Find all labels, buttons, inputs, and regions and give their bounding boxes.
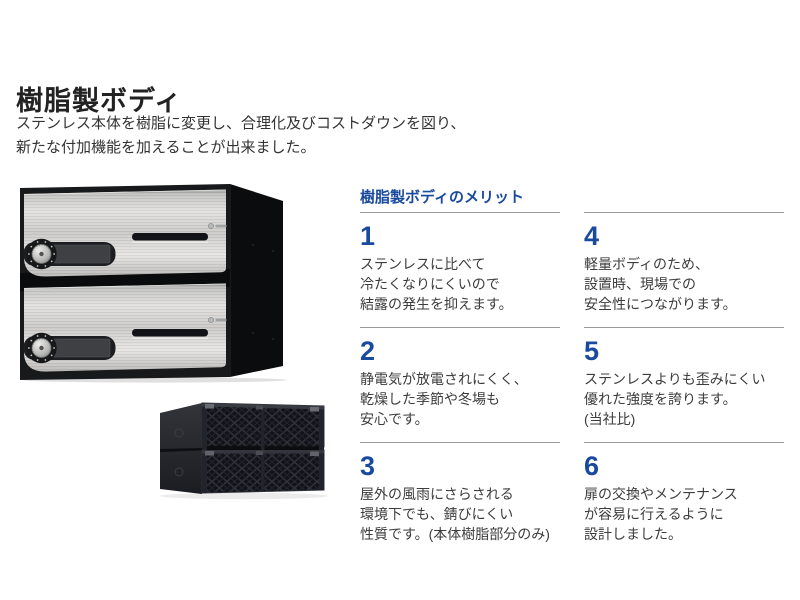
mailbox-door-upper bbox=[23, 189, 227, 277]
mail-slot bbox=[132, 233, 208, 241]
merit-line: が容易に行えるように bbox=[584, 506, 724, 522]
merit-line: 安全性につながります。 bbox=[584, 296, 737, 312]
merits-column-right: 4 軽量ボディのため、 設置時、現場での 安全性につながります。 5 ステンレス… bbox=[584, 212, 784, 557]
page-title: 樹脂製ボディ bbox=[16, 86, 183, 117]
intro-line: 新たな付加機能を加えることが出来ました。 bbox=[16, 139, 316, 156]
resin-shadow bbox=[160, 492, 328, 500]
nameplate bbox=[51, 338, 111, 358]
merit-item-3: 3 屋外の風雨にさらされる 環境下でも、錆びにくい 性質です。(本体樹脂部分のみ… bbox=[360, 442, 560, 557]
merit-line: 性質です。(本体樹脂部分のみ) bbox=[360, 526, 550, 542]
merit-line: 安心です。 bbox=[360, 411, 429, 427]
merit-number: 4 bbox=[584, 221, 600, 251]
merit-number: 2 bbox=[360, 336, 376, 366]
merit-item-4: 4 軽量ボディのため、 設置時、現場での 安全性につながります。 bbox=[584, 212, 784, 327]
merit-number: 5 bbox=[584, 336, 600, 366]
resin-corner-clips bbox=[205, 404, 319, 456]
merit-number: 6 bbox=[584, 451, 600, 481]
merit-text: ステンレスに比べて 冷たくなりにくいので 結露の発生を抑えます。 bbox=[360, 254, 560, 314]
merit-line: 設計しました。 bbox=[584, 526, 682, 542]
brand-logo bbox=[208, 223, 227, 229]
merit-item-2: 2 静電気が放電されにくく、 乾燥した季節や冬場も 安心です。 bbox=[360, 327, 560, 442]
merit-line: (当社比) bbox=[584, 411, 636, 427]
mail-slot bbox=[132, 329, 208, 337]
merits-section: 樹脂製ボディのメリット 1 ステンレスに比べて 冷たくなりにくいので 結露の発生… bbox=[360, 186, 784, 557]
resin-body-photo bbox=[160, 402, 328, 500]
merit-line: 優れた強度を誇ります。 bbox=[584, 391, 737, 407]
mailbox-side-panel bbox=[230, 184, 283, 377]
intro-line: ステンレス本体を樹脂に変更し、合理化及びコストダウンを図り、 bbox=[16, 115, 466, 132]
merit-line: 軽量ボディのため、 bbox=[584, 256, 710, 272]
merit-line: 屋外の風雨にさらされる bbox=[360, 486, 514, 502]
combination-dial-lock bbox=[25, 238, 58, 270]
merit-text: ステンレスよりも歪みにくい 優れた強度を誇ります。 (当社比) bbox=[584, 369, 784, 429]
merit-line: 設置時、現場での bbox=[584, 276, 696, 292]
merit-text: 軽量ボディのため、 設置時、現場での 安全性につながります。 bbox=[584, 254, 784, 314]
mailbox-side-rivets bbox=[251, 243, 275, 341]
merits-columns: 1 ステンレスに比べて 冷たくなりにくいので 結露の発生を抑えます。 2 静電気… bbox=[360, 212, 784, 557]
merit-text: 屋外の風雨にさらされる 環境下でも、錆びにくい 性質です。(本体樹脂部分のみ) bbox=[360, 484, 560, 544]
merit-line: ステンレスよりも歪みにくい bbox=[584, 371, 766, 387]
merit-text: 静電気が放電されにくく、 乾燥した季節や冬場も 安心です。 bbox=[360, 369, 560, 429]
merit-line: 環境下でも、錆びにくい bbox=[360, 506, 514, 522]
brand-logo bbox=[208, 317, 227, 323]
merit-text: 扉の交換やメンテナンス が容易に行えるように 設計しました。 bbox=[584, 484, 784, 544]
merit-line: ステンレスに比べて bbox=[360, 256, 486, 272]
merit-number: 3 bbox=[360, 451, 376, 481]
merit-item-1: 1 ステンレスに比べて 冷たくなりにくいので 結露の発生を抑えます。 bbox=[360, 212, 560, 327]
mailbox-door-lower bbox=[23, 283, 227, 372]
intro-text: ステンレス本体を樹脂に変更し、合理化及びコストダウンを図り、 新たな付加機能を加… bbox=[16, 112, 465, 160]
merit-item-5: 5 ステンレスよりも歪みにくい 優れた強度を誇ります。 (当社比) bbox=[584, 327, 784, 442]
merit-line: 扉の交換やメンテナンス bbox=[584, 486, 738, 502]
merits-column-left: 1 ステンレスに比べて 冷たくなりにくいので 結露の発生を抑えます。 2 静電気… bbox=[360, 212, 560, 557]
combination-dial-lock bbox=[25, 332, 58, 364]
merit-line: 乾燥した季節や冬場も bbox=[360, 391, 500, 407]
merit-number: 1 bbox=[360, 221, 376, 251]
merit-item-6: 6 扉の交換やメンテナンス が容易に行えるように 設計しました。 bbox=[584, 442, 784, 557]
merits-heading: 樹脂製ボディのメリット bbox=[360, 189, 524, 206]
merit-line: 結露の発生を抑えます。 bbox=[360, 296, 513, 312]
merit-line: 冷たくなりにくいので bbox=[360, 276, 500, 292]
mailbox-product-photo bbox=[20, 184, 287, 383]
merit-line: 静電気が放電されにくく、 bbox=[360, 371, 528, 387]
nameplate bbox=[51, 244, 111, 264]
